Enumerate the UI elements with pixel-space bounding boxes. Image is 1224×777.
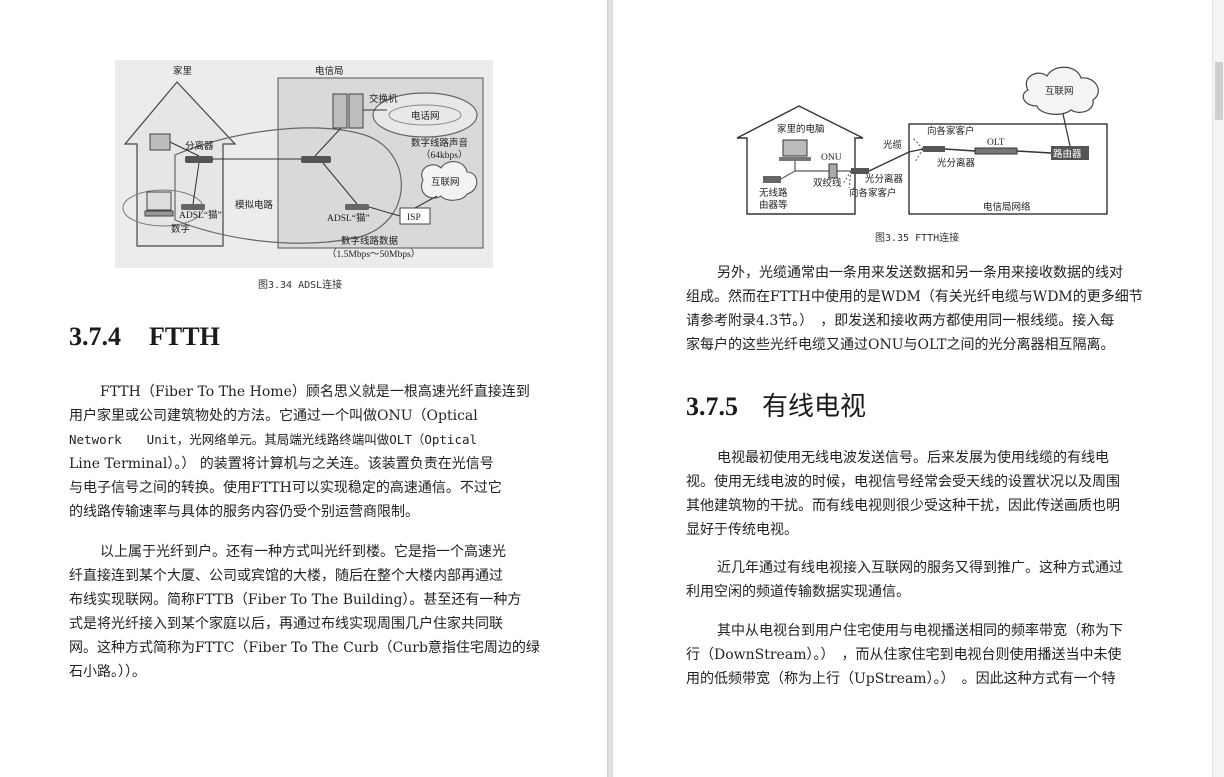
paragraph: FTTH（Fiber To The Home）顾名思义就是一根高速光纤直接连到 … [69,384,549,534]
label-onu: ONU [821,153,842,163]
section-title: 有线电视 [762,392,867,421]
label-to-homes: 向各家客户 [927,125,975,137]
text-line: 其他建筑物的干扰。而有线电视则很少受这种干扰，因此传送画质也明 [686,498,1120,514]
figure-caption: 图3.34 ADSL连接 [258,280,343,291]
ftth-diagram-svg: 家里的电脑 ONU 光缆 向各家客户 OLT 光分离器 互联网 路由器 双绞线 … [733,58,1115,220]
label-wireless-1: 无线路 [759,187,788,199]
text-line: Network Unit，光网络单元。其局端光线路终端叫做OLT（Optical [69,432,478,447]
label-voice-rate: （64kbps） [421,149,467,161]
text-line: 与电子信号之间的转换。使用FTTH可以实现稳定的高速通信。不过它 [69,480,502,496]
label-modem-office: ADSL“猫” [327,212,370,224]
left-page: 家里 电信局 交换机 电话网 分离器 数字线路声音 （64kbps） 互联网 模… [0,0,607,777]
text-line: Line Terminal）。） 的装置将计算机与之关连。该装置负责在光信号 [69,456,494,472]
label-data: 数字线路数据 [341,235,399,247]
text-line: FTTH（Fiber To The Home）顾名思义就是一根高速光纤直接连到 [100,384,530,400]
text-line: 的线路传输速率与具体的服务内容仍受个别运营商限制。 [69,504,419,520]
text-line: 其中从电视台到用户住宅使用与电视播送相同的频率带宽（称为下 [717,623,1123,639]
vertical-scrollbar[interactable] [1212,0,1224,777]
label-voice: 数字线路声音 [411,137,468,149]
section-heading: 3.7.4 FTTH [69,322,220,352]
label-isp: ISP [407,213,421,223]
label-router: 路由器 [1053,148,1082,160]
text-line: 组成。然而在FTTH中使用的是WDM（有关光纤电缆与WDM的更多细节 [686,289,1143,305]
paragraph: 其中从电视台到用户住宅使用与电视播送相同的频率带宽（称为下 行（DownStre… [686,623,1166,698]
text-line: 家每户的这些光纤电缆又通过ONU与OLT之间的光分离器相互隔离。 [686,337,1115,353]
adsl-diagram: 家里 电信局 交换机 电话网 分离器 数字线路声音 （64kbps） 互联网 模… [115,60,493,268]
section-title: FTTH [149,322,220,351]
label-home: 家里 [173,65,192,77]
text-line: 显好于传统电视。 [686,522,798,538]
figure-caption: 图3.35 FTTH连接 [875,233,960,244]
text-line: 以上属于光纤到户。还有一种方式叫光纤到楼。它是指一个高速光 [100,544,506,560]
label-modem-home: ADSL“猫” [179,209,222,221]
paragraph: 另外，光缆通常由一条用来发送数据和另一条用来接收数据的线对 组成。然而在FTTH… [686,265,1166,365]
section-number: 3.7.4 [69,322,121,351]
paragraph: 近几年通过有线电视接入互联网的服务又得到推广。这种方式通过 利用空闲的频道传输数… [686,560,1166,610]
label-cable: 光缆 [883,139,903,151]
label-analog: 模拟电路 [235,199,274,211]
section-heading: 3.7.5 有线电视 [686,386,866,423]
label-splitter-top: 光分离器 [937,157,976,169]
text-line: 用的低频带宽（称为上行（UpStream）。） 。因此这种方式有一个特 [686,671,1116,687]
label-home-pc: 家里的电脑 [777,123,825,135]
adsl-diagram-svg: 家里 电信局 交换机 电话网 分离器 数字线路声音 （64kbps） 互联网 模… [115,60,493,268]
label-digital: 数字 [171,223,190,235]
label-switch: 交换机 [369,93,398,105]
section-number: 3.7.5 [686,392,738,421]
text-line: 近几年通过有线电视接入互联网的服务又得到推广。这种方式通过 [717,560,1123,576]
paragraph: 电视最初使用无线电波发送信号。后来发展为使用线缆的有线电 视。使用无线电波的时候… [686,450,1166,550]
text-line: 行（DownStream）。） ，而从住家住宅到电视台则使用播送当中未使 [686,647,1122,663]
text-line: 用户家里或公司建筑物处的方法。它通过一个叫做ONU（Optical [69,408,478,424]
paragraph: 以上属于光纤到户。还有一种方式叫光纤到楼。它是指一个高速光 纤直接连到某个大厦、… [69,544,549,684]
label-internet: 互联网 [1045,86,1074,97]
text-line: 石小路。））。 [69,664,146,680]
label-telecom-network: 电信局网络 [983,201,1031,213]
text-line: 纤直接连到某个大厦、公司或宾馆的大楼，随后在整个大楼内部再通过 [69,568,503,584]
text-line: 布线实现联网。简称FTTB（Fiber To The Building）。甚至还… [69,592,522,608]
right-page: 家里的电脑 ONU 光缆 向各家客户 OLT 光分离器 互联网 路由器 双绞线 … [613,0,1210,777]
label-internet: 互联网 [431,177,460,188]
label-to-homes-bottom: 向各家客户 [849,187,897,199]
text-line: 电视最初使用无线电波发送信号。后来发展为使用线缆的有线电 [717,450,1109,466]
text-line: 请参考附录4.3节。） ，即发送和接收两方都使用同一根线缆。接入每 [686,313,1115,329]
label-splitter-bottom: 光分离器 [865,173,904,185]
label-data-rate: （1.5Mbps～50Mbps） [327,248,420,260]
label-telecom: 电信局 [315,65,344,77]
text-line: 式是将光纤接入到某个家庭以后，再通过布线实现周围几户住家共同联 [69,616,503,632]
label-olt: OLT [987,138,1005,148]
text-line: 视。使用无线电波的时候，电视信号经常会受天线的设置状况以及周围 [686,474,1120,490]
ftth-diagram: 家里的电脑 ONU 光缆 向各家客户 OLT 光分离器 互联网 路由器 双绞线 … [733,58,1115,220]
label-wireless-2: 由器等 [759,199,788,211]
label-phone-network: 电话网 [411,110,440,122]
scrollbar-thumb[interactable] [1215,62,1223,120]
label-twisted-pair: 双绞线 [813,177,842,189]
text-line: 利用空闲的频道传输数据实现通信。 [686,584,910,600]
text-line: 网。这种方式简称为FTTC（Fiber To The Curb（Curb意指住宅… [69,640,540,656]
text-line: 另外，光缆通常由一条用来发送数据和另一条用来接收数据的线对 [717,265,1123,281]
page-gutter [607,0,613,777]
label-splitter: 分离器 [185,140,214,152]
